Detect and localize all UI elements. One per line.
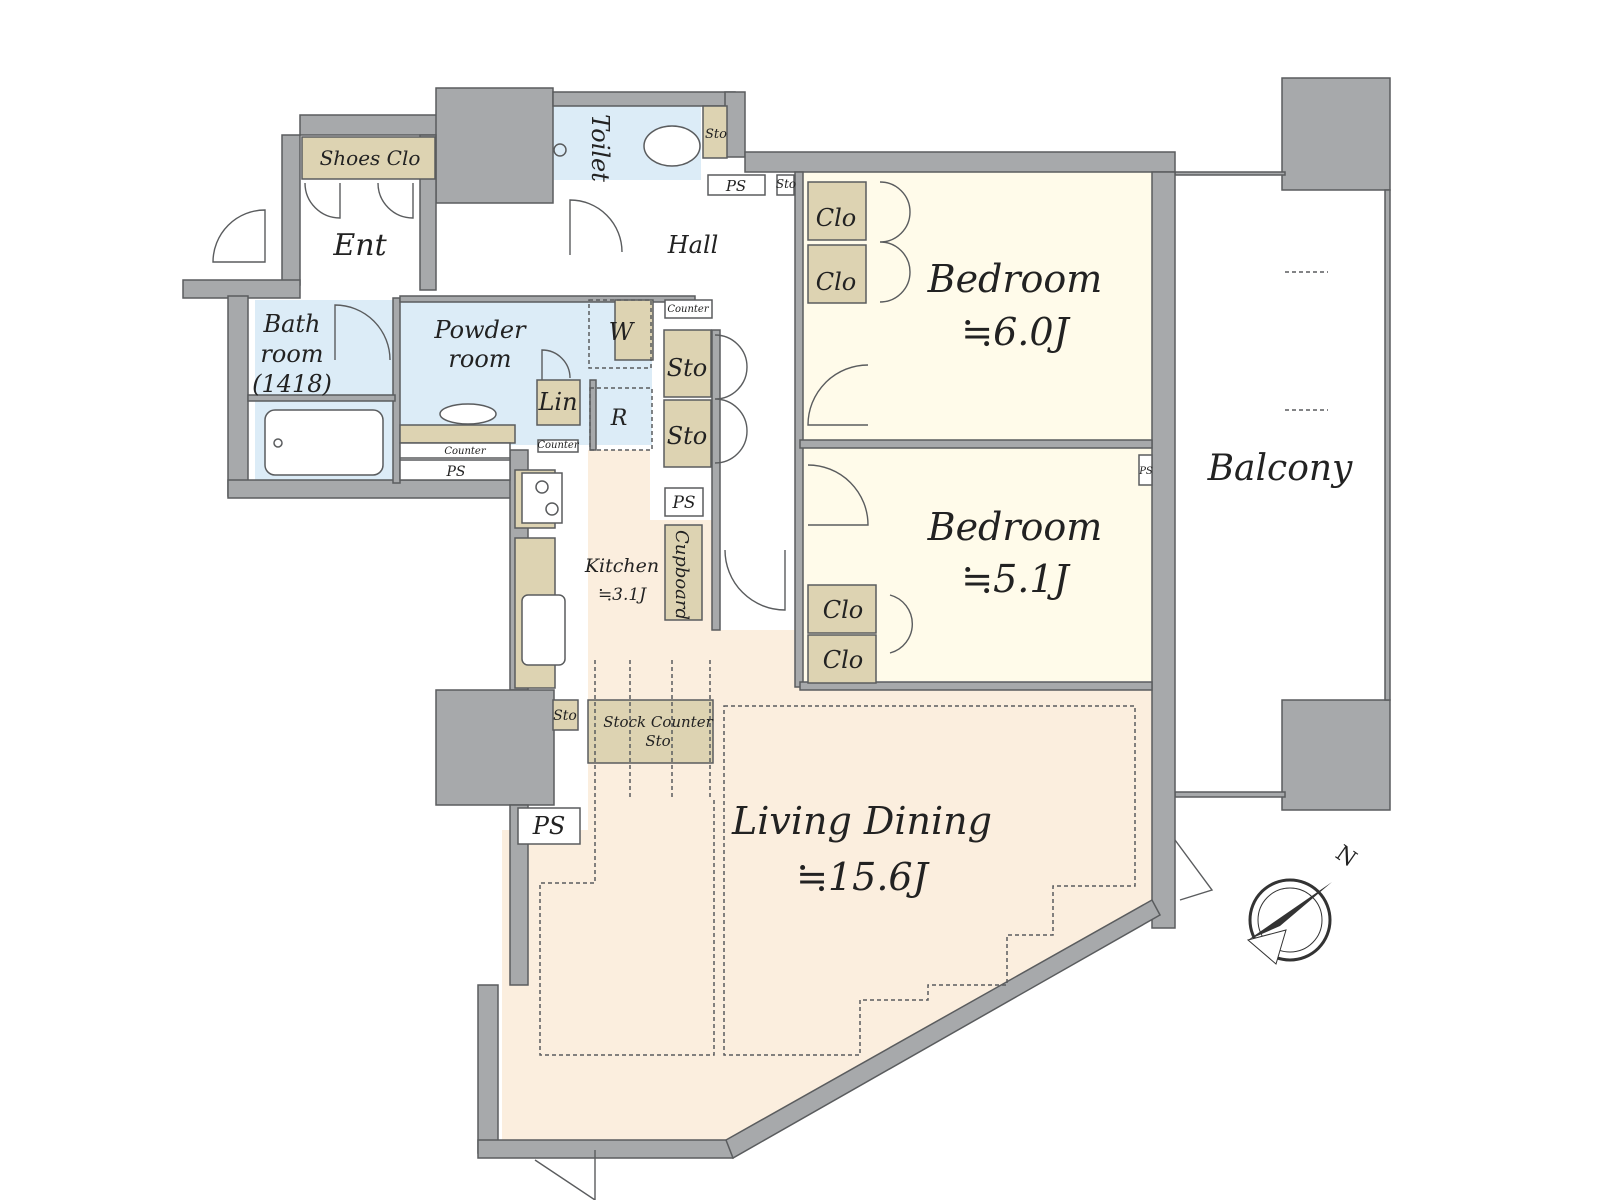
balcony-name: Balcony [1207, 448, 1353, 489]
powder-floor [400, 300, 652, 445]
w-label: W [609, 318, 636, 346]
labels: Bedroom ≒6.0J Bedroom ≒5.1J Living Dinin… [252, 114, 1353, 899]
stock-counter-line1: Stock Counter [603, 713, 713, 731]
bedroom1-name: Bedroom [927, 257, 1103, 301]
living-name: Living Dining [731, 799, 992, 843]
utility-boxes [399, 174, 1153, 845]
sto-label-2: Sto [667, 422, 708, 450]
walls [182, 77, 1391, 1160]
ps-label-bath: PS [445, 464, 465, 480]
bedroom2-size: ≒5.1J [961, 557, 1070, 601]
kitchen-sink-icon [521, 594, 566, 666]
clo-label-1: Clo [816, 204, 857, 232]
kitchen-name: Kitchen [584, 555, 659, 577]
lin-label: Lin [537, 388, 577, 416]
sto-label-toilet: Sto [705, 127, 727, 142]
bedroom2-name: Bedroom [927, 505, 1103, 549]
clo-label-2: Clo [816, 268, 857, 296]
door-swings [212, 181, 1214, 1200]
sto-label-living: Sto [553, 708, 577, 724]
powder-line2: room [448, 345, 511, 373]
clo-label-4: Clo [823, 646, 864, 674]
counter-label-powder: Counter [444, 446, 486, 457]
bathtub [264, 409, 384, 476]
counter-label-kitchen: Counter [537, 440, 579, 451]
living-size: ≒15.6J [796, 855, 929, 899]
balcony-floor [1175, 78, 1390, 810]
toilet-name: Toilet [586, 114, 614, 182]
ps-label-hall: PS [725, 177, 746, 195]
tub-drain [273, 438, 283, 448]
living-floor [502, 450, 1152, 1148]
kitchen-size: ≒3.1J [598, 585, 647, 605]
sink-basin-icon [439, 403, 497, 425]
north-arrow-icon: N [1246, 841, 1361, 965]
ps-label-kitchen: PS [671, 493, 695, 513]
compass-label: N [1331, 841, 1361, 873]
r-label: R [610, 406, 628, 431]
hall-name: Hall [667, 231, 719, 259]
powder-line1: Powder [433, 316, 527, 344]
bath-line3: (1418) [252, 370, 332, 398]
dashed-outlines [539, 271, 1328, 1056]
bath-line1: Bath [262, 310, 320, 338]
counter-label-hall: Counter [667, 304, 709, 315]
toilet-sink-icon [553, 143, 567, 157]
sto-label-1: Sto [667, 354, 708, 382]
stock-counter-line2: Sto [645, 732, 670, 750]
cupboard-label: Cupboard [671, 530, 692, 620]
shoes-clo-label: Shoes Clo [320, 146, 421, 170]
ps-label-bedroom: PS [1138, 466, 1153, 477]
ps-label-living: PS [532, 812, 566, 840]
entrance-name: Ent [332, 228, 387, 263]
clo-label-3: Clo [823, 596, 864, 624]
sto-label-hall: Sto [776, 177, 796, 191]
bedroom1-size: ≒6.0J [961, 310, 1070, 354]
fixtures [264, 125, 701, 666]
toilet-bowl-icon [643, 125, 701, 167]
bath-line2: room [260, 340, 323, 368]
